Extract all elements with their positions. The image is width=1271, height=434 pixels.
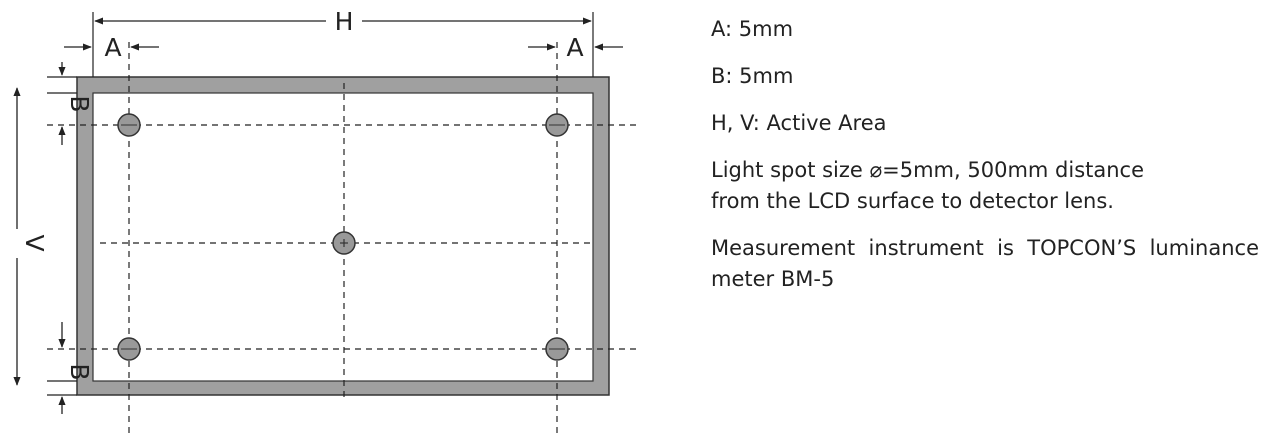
extension-lines (47, 12, 594, 396)
spec-light-spot: Light spot size ⌀=5mm, 500mm distance fr… (711, 155, 1259, 217)
measurement-point-icon (117, 113, 141, 137)
measurement-point-icon (117, 337, 141, 361)
center-point-icon (332, 231, 356, 255)
a-label-right: A (566, 33, 583, 62)
spec-hv: H, V: Active Area (711, 111, 887, 135)
spec-light-spot-line2: from the LCD surface to detector lens. (711, 189, 1114, 213)
measurement-point-icon (545, 337, 569, 361)
b-label-top: B (65, 95, 94, 112)
v-label: V (20, 234, 49, 251)
a-label-left: A (104, 33, 121, 62)
spec-instrument: Measurement instrument is TOPCON’S lumin… (711, 236, 1259, 291)
measurement-points (117, 113, 569, 361)
lcd-panel (76, 76, 610, 396)
h-label: H (335, 7, 354, 36)
spec-list: A: 5mm B: 5mm H, V: Active Area Light sp… (711, 14, 1259, 311)
spec-light-spot-line1: Light spot size ⌀=5mm, 500mm distance (711, 158, 1145, 182)
b-label-bottom: B (65, 363, 94, 380)
spec-b: B: 5mm (711, 64, 794, 88)
spec-a: A: 5mm (711, 17, 794, 41)
measurement-diagram: H A A V B B (13, 7, 640, 434)
measurement-point-icon (545, 113, 569, 137)
